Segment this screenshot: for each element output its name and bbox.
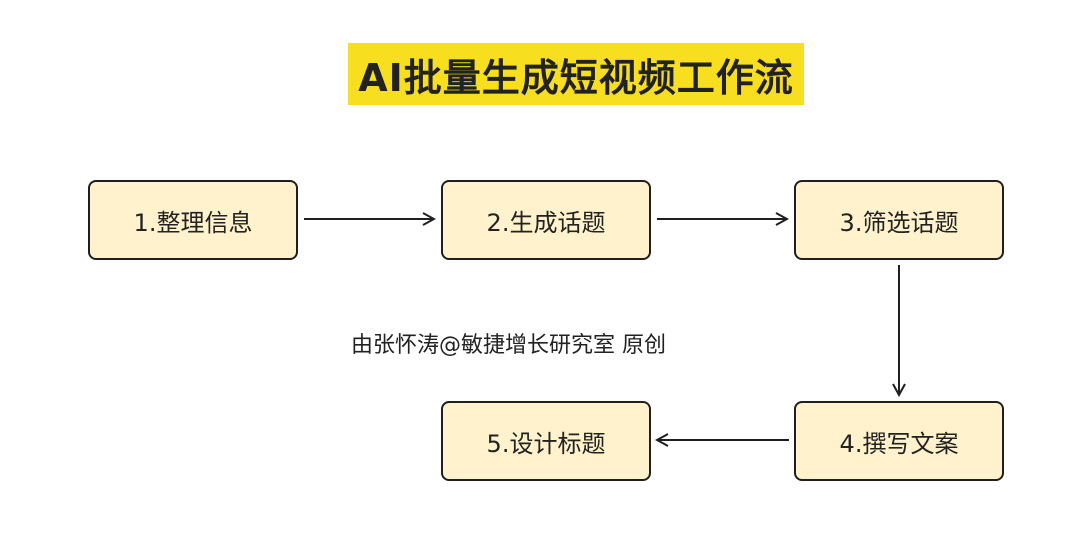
step-organize-info: 1.整理信息: [88, 180, 298, 260]
author-credit: 由张怀涛@敏捷增长研究室 原创: [351, 333, 666, 358]
diagram-title: AI批量生成短视频工作流: [348, 43, 804, 105]
step-filter-topics: 3.筛选话题: [794, 180, 1004, 260]
step-write-copy: 4.撰写文案: [794, 401, 1004, 481]
step-generate-topics: 2.生成话题: [441, 180, 651, 260]
step-design-title: 5.设计标题: [441, 401, 651, 481]
